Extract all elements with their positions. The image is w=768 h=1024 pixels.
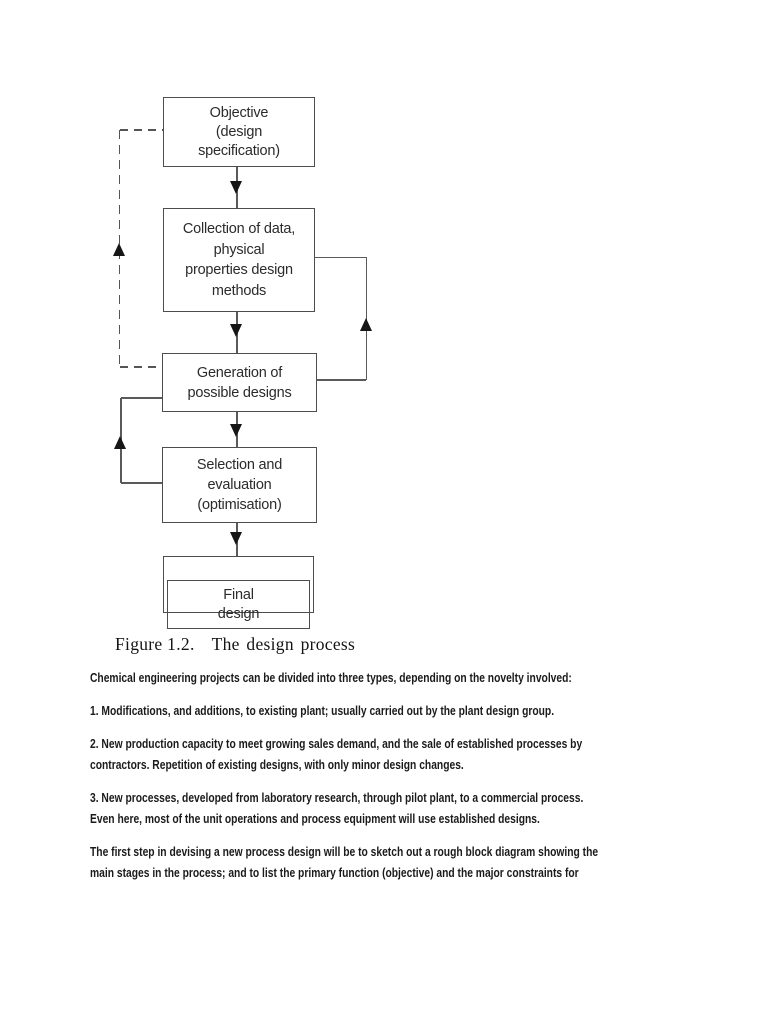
edge-selection-to-generation-arrowhead <box>114 436 126 449</box>
flowchart-node-data-collection: Collection of data, physical properties … <box>163 208 315 312</box>
flowchart-node-selection: Selection and evaluation (optimisation) <box>162 447 317 523</box>
body-text: Chemical engineering projects can be div… <box>90 667 698 895</box>
flowchart-node-objective: Objective (design specification) <box>163 97 315 167</box>
edge-selection-to-generation-bottom-segment <box>121 482 162 484</box>
paragraph-intro: Chemical engineering projects can be div… <box>90 670 572 685</box>
paragraph-type-2: 2. New production capacity to meet growi… <box>90 736 583 772</box>
edge-collection-to-generation-arrowhead <box>230 324 242 337</box>
figure-caption: Figure 1.2. The design process <box>115 634 355 655</box>
edge-generation-to-collection-bottom-segment <box>316 379 366 381</box>
paragraph-type-1: 1. Modifications, and additions, to exis… <box>90 703 555 718</box>
edge-selection-to-final-arrowhead <box>230 532 242 545</box>
design-process-flowchart: Objective (design specification) Collect… <box>113 97 372 629</box>
edge-generation-to-objective-bottom-dashed-segment <box>120 366 162 368</box>
edge-objective-to-collection-arrowhead <box>230 181 242 194</box>
flowchart-node-generation: Generation of possible designs <box>162 353 317 412</box>
edge-generation-to-collection-top-segment <box>315 256 367 258</box>
paragraph-first-step: The first step in devising a new process… <box>90 844 599 880</box>
edge-selection-to-generation-top-segment <box>121 397 162 399</box>
flowchart-node-final-design: Final design <box>163 556 314 629</box>
edge-generation-to-objective-arrowhead <box>113 243 125 256</box>
flowchart-node-final-design-inner: Final design <box>167 580 310 629</box>
edge-generation-to-collection-arrowhead <box>360 318 372 331</box>
edge-generation-to-objective-top-dashed-segment <box>120 129 163 131</box>
figure-caption-title: The design process <box>211 634 356 654</box>
paragraph-type-3: 3. New processes, developed from laborat… <box>90 790 584 826</box>
figure-caption-number: Figure 1.2. <box>115 634 195 654</box>
edge-generation-to-selection-arrowhead <box>230 424 242 437</box>
